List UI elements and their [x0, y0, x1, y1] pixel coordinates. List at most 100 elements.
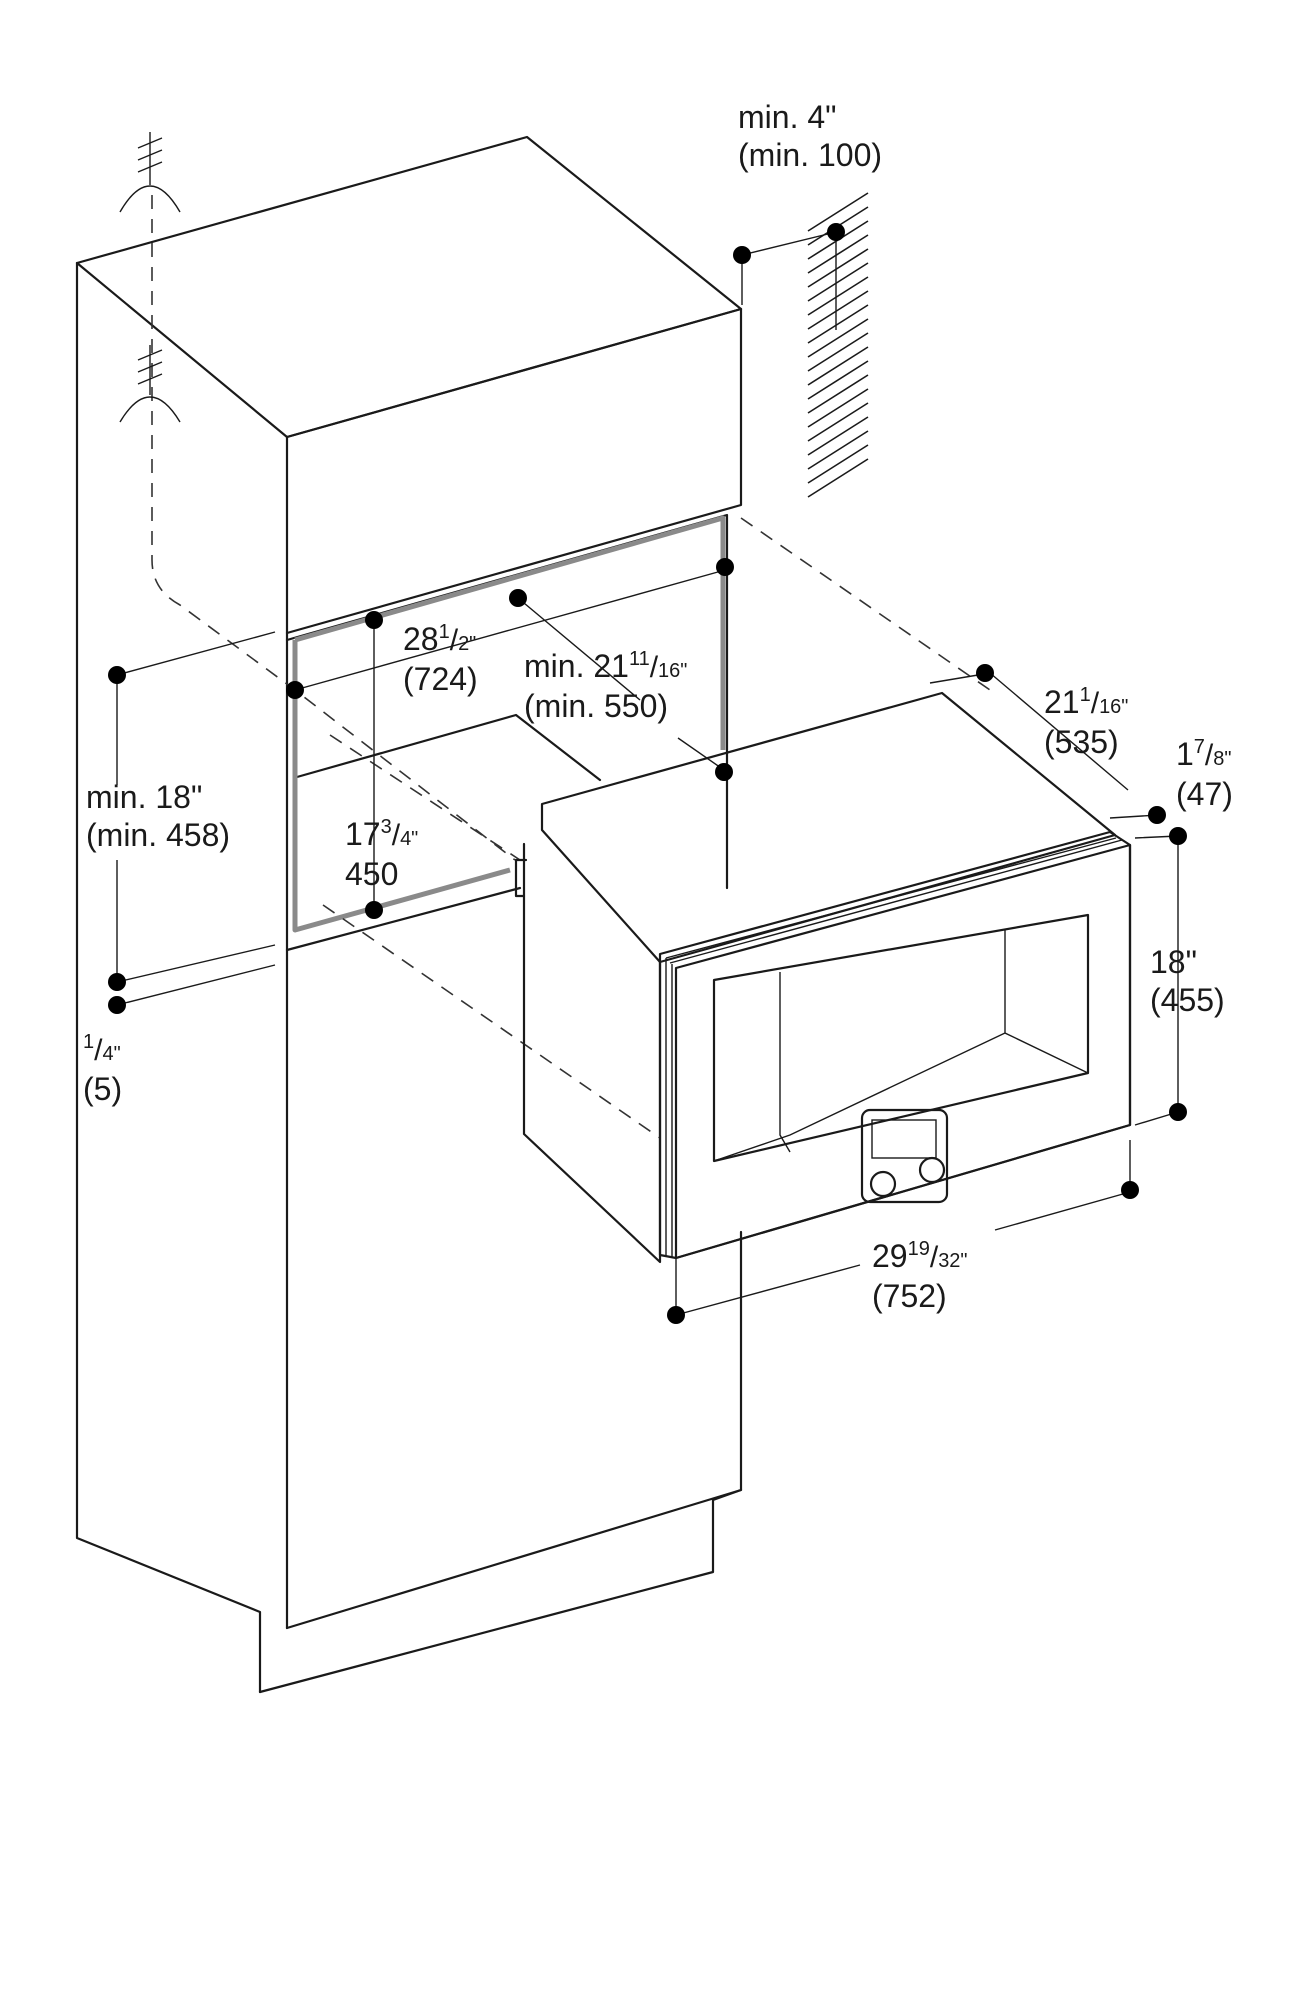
dim-dot [716, 558, 734, 576]
rear-wall-hatch [807, 192, 869, 498]
projection-line [329, 734, 521, 861]
width-unit-num: 19 [907, 1238, 930, 1260]
hatch-line [807, 402, 869, 442]
oven-top [540, 691, 1117, 964]
dim-dot [1121, 1181, 1139, 1199]
dim-min4-line [741, 231, 837, 305]
hatch-line [807, 262, 869, 302]
oven-knob-right-icon [918, 1156, 946, 1184]
hatch-line [807, 346, 869, 386]
dim-dot [108, 666, 126, 684]
depth-unit-num: 1 [1079, 684, 1091, 706]
height-unit-line1: 18" [1150, 944, 1197, 980]
dim-dot [365, 901, 383, 919]
cabinet-left-side [75, 261, 262, 1694]
depth-niche-num: 11 [628, 648, 650, 670]
oven-side-rails [514, 858, 528, 898]
oven-display [871, 1119, 937, 1159]
power-supply [119, 132, 516, 861]
projection-lines [322, 517, 991, 1139]
dim-dot [1169, 827, 1187, 845]
label-width-niche: 281/2" (724) [403, 621, 478, 697]
hatch-line [807, 192, 869, 232]
oven-door-front [674, 843, 1132, 1260]
cabinet-base [258, 1488, 743, 1694]
oven-door-edge-lines [665, 837, 1123, 1258]
hatch-line [807, 332, 869, 372]
label-min18-line2: (min. 458) [86, 817, 231, 853]
hatch-line [807, 276, 869, 316]
quarter-num: 1 [83, 1031, 95, 1053]
hatch-line [807, 318, 869, 358]
dim-dot [108, 973, 126, 991]
oven-window-inner [713, 930, 1089, 1162]
lower-cabinet-top [285, 886, 522, 952]
outlet-lower-icon [119, 345, 181, 423]
hatch-line [807, 430, 869, 470]
dim-front-line [1109, 814, 1179, 839]
oven-control-panel [860, 1108, 949, 1204]
depth-unit-metric: (535) [1044, 724, 1119, 760]
depth-unit-whole: 21 [1044, 684, 1080, 720]
label-depth-unit: 211/16" (535) [1044, 684, 1129, 760]
front-num: 7 [1193, 736, 1205, 758]
dim-dot [715, 763, 733, 781]
height-niche-den: 4" [400, 828, 419, 850]
hatch-line [807, 304, 869, 344]
upper-drawer-front [285, 307, 743, 635]
dim-dot [108, 996, 126, 1014]
label-min18-line1: min. 18" [86, 779, 203, 815]
quarter-metric: (5) [83, 1071, 123, 1107]
hatch-line [807, 444, 869, 484]
hatch-line [807, 248, 869, 288]
projection-line [740, 517, 991, 691]
dimension-lines [116, 231, 1179, 1316]
front-den: 8" [1213, 748, 1232, 770]
dim-dot [976, 664, 994, 682]
hatch-line [807, 234, 869, 274]
height-niche-metric: 450 [345, 856, 399, 892]
width-unit-den: 32" [938, 1250, 968, 1272]
dim-dot [1169, 1103, 1187, 1121]
depth-niche-prefix: min. 21 [524, 648, 629, 684]
dim-dot [733, 246, 751, 264]
hatch-line [807, 458, 869, 498]
dim-dot [509, 589, 527, 607]
dim-width-unit-line [675, 1140, 1131, 1316]
cabinet-top-face [75, 135, 743, 439]
oven-knob-left-icon [869, 1170, 897, 1198]
projection-line [322, 904, 661, 1139]
hatch-line [807, 360, 869, 400]
power-cable-dashed [151, 195, 516, 861]
depth-niche-metric: (min. 550) [524, 688, 669, 724]
label-front: 17/8" (47) [1176, 736, 1233, 812]
label-quarter: 1/4" (5) [83, 1031, 123, 1107]
front-whole: 1 [1176, 736, 1194, 772]
quarter-den: 4" [102, 1043, 121, 1065]
hatch-line [807, 416, 869, 456]
oven-left-side [522, 842, 662, 1264]
front-metric: (47) [1176, 776, 1233, 812]
cabinet [75, 135, 743, 1694]
label-width-unit: 2919/32" (752) [872, 1238, 968, 1314]
label-height-unit: 18" (455) [1150, 943, 1225, 1019]
width-niche-metric: (724) [403, 661, 478, 697]
oven-window [712, 913, 1090, 1163]
dim-width-niche-line [294, 569, 726, 691]
label-depth-niche: min. 2111/16" (min. 550) [524, 648, 688, 724]
width-niche-den: 2" [458, 633, 477, 655]
dim-dot [827, 223, 845, 241]
width-niche-whole: 28 [403, 621, 439, 657]
dim-dot [286, 681, 304, 699]
dim-dot [667, 1306, 685, 1324]
dim-dot [365, 611, 383, 629]
dimension-dots [108, 223, 1187, 1324]
label-min4: min. 4" (min. 100) [738, 98, 882, 174]
label-min4-line2: (min. 100) [738, 137, 883, 173]
label-height-niche: 173/4" 450 [345, 816, 419, 892]
outlet-upper-icon [119, 132, 181, 213]
height-niche-whole: 17 [345, 816, 381, 852]
dim-depth-niche-line [517, 597, 725, 771]
